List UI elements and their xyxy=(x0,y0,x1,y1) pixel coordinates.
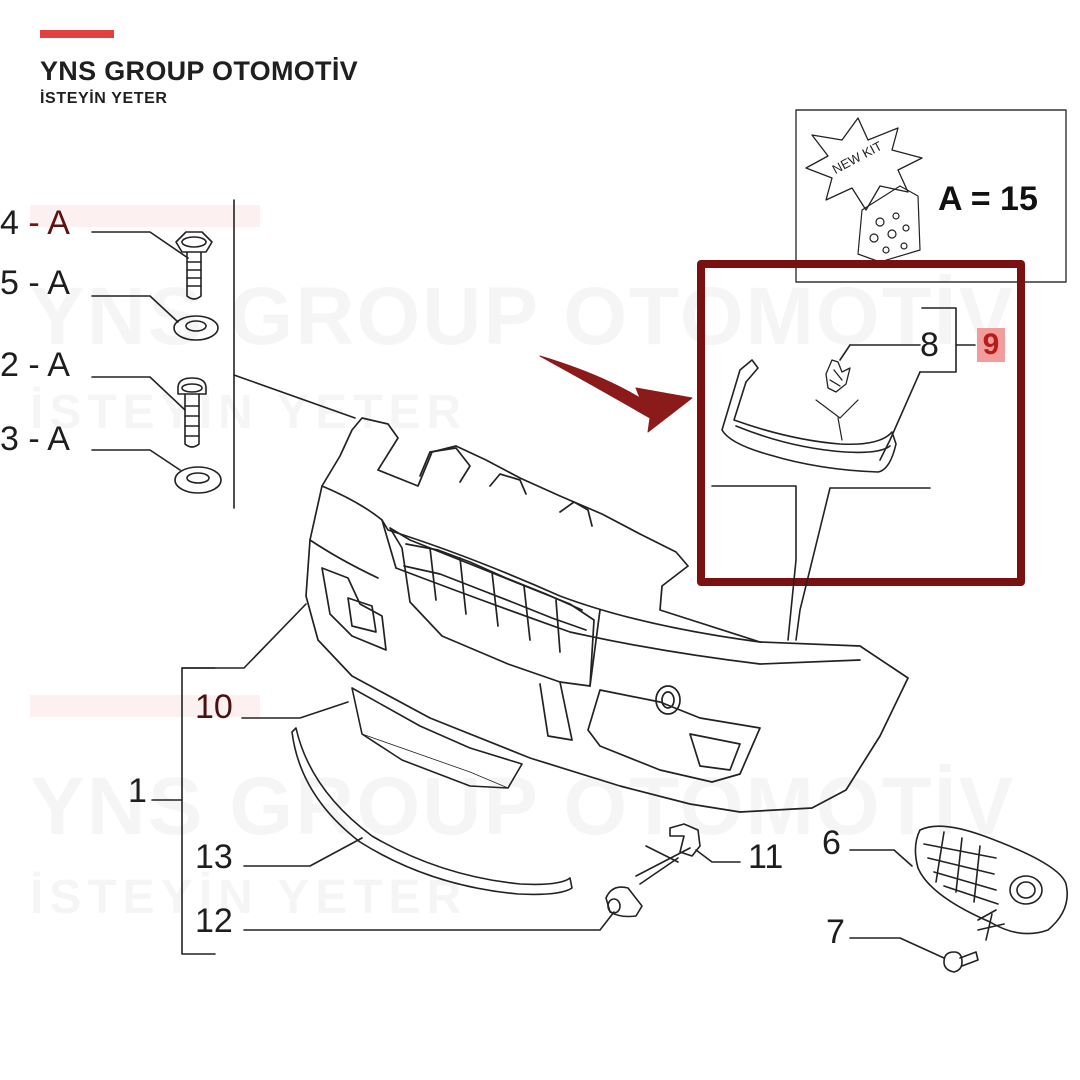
bracket-11-icon xyxy=(669,823,701,857)
kit-bag-icon xyxy=(857,185,921,263)
part-dash: - xyxy=(28,204,40,242)
part-label-11: 11 xyxy=(748,838,784,876)
leader-line xyxy=(91,376,186,411)
part-label-10: 10 xyxy=(195,688,233,726)
part-number: 3 xyxy=(0,420,19,458)
kit-equation: A = 15 xyxy=(938,180,1038,218)
clip-8-icon xyxy=(825,359,851,393)
leader-line xyxy=(91,449,181,471)
leader-line xyxy=(639,857,679,885)
leader-line xyxy=(241,701,349,719)
bolt-2-icon xyxy=(177,377,207,448)
leader-line xyxy=(839,344,851,361)
bumper-1-icon xyxy=(305,417,909,813)
part-dash: - xyxy=(28,346,40,384)
leader-line xyxy=(233,374,356,419)
tow-cap-12-icon xyxy=(605,886,643,918)
leader-line xyxy=(879,371,921,461)
detail-mark xyxy=(815,399,859,419)
leader-line xyxy=(645,845,679,863)
part-number: 2 xyxy=(0,346,19,384)
brand-accent-bar xyxy=(40,30,114,38)
leader-line xyxy=(243,911,615,931)
highlight-frame xyxy=(697,260,1025,586)
part-number: 4 xyxy=(0,204,19,242)
part-dash: - xyxy=(28,264,40,302)
leader-line xyxy=(985,913,993,941)
leader-line xyxy=(711,485,797,641)
leader-line xyxy=(91,295,179,323)
part-label-6: 6 xyxy=(822,824,841,862)
callout-arrow-icon xyxy=(539,355,693,433)
leader-line xyxy=(977,909,997,921)
part-label-7: 7 xyxy=(826,913,845,951)
trim-strip-9-icon xyxy=(721,359,897,473)
part-label-2: 2 - A xyxy=(0,348,70,382)
leader-line xyxy=(977,923,1005,931)
leader-line xyxy=(91,231,189,259)
part-label-12: 12 xyxy=(195,902,233,940)
part-label-1: 1 xyxy=(128,772,147,810)
leader-line xyxy=(849,849,913,867)
part-label-4: 4 - A xyxy=(0,206,70,240)
part-kit-suffix: A xyxy=(47,264,70,302)
leader-line xyxy=(795,487,931,641)
part-kit-suffix: A xyxy=(47,346,70,384)
lower-strip-13-icon xyxy=(291,727,573,896)
brand-title: YNS GROUP OTOMOTİV xyxy=(40,56,358,86)
part-label-5: 5 - A xyxy=(0,266,70,300)
foglight-grille-6-icon xyxy=(914,825,1068,935)
bolt-4-icon xyxy=(175,231,213,300)
washer-3-icon xyxy=(174,466,222,494)
watermark-bar xyxy=(30,205,260,227)
leader-line xyxy=(849,937,945,959)
part-kit-suffix: A xyxy=(47,204,70,242)
part-label-9: 9 xyxy=(977,328,1005,362)
screw-7-icon xyxy=(943,951,979,973)
brand-subtitle: İSTEYİN YETER xyxy=(40,90,168,107)
part-number: 5 xyxy=(0,264,19,302)
leader-line xyxy=(243,837,363,867)
washer-5-icon xyxy=(173,315,219,341)
new-kit-starburst-icon xyxy=(805,117,923,211)
watermark-bar xyxy=(30,695,260,717)
mesh-grille-10-icon xyxy=(351,687,523,789)
leader-line xyxy=(919,307,957,373)
part-dash: - xyxy=(28,420,40,458)
part-label-8: 8 xyxy=(920,326,939,364)
part-label-13: 13 xyxy=(195,838,233,876)
leader-line xyxy=(181,603,307,669)
part-kit-suffix: A xyxy=(47,420,70,458)
leader-line xyxy=(695,849,741,863)
kit-box xyxy=(795,109,1067,283)
part-label-3: 3 - A xyxy=(0,422,70,456)
detail-mark xyxy=(837,417,843,441)
